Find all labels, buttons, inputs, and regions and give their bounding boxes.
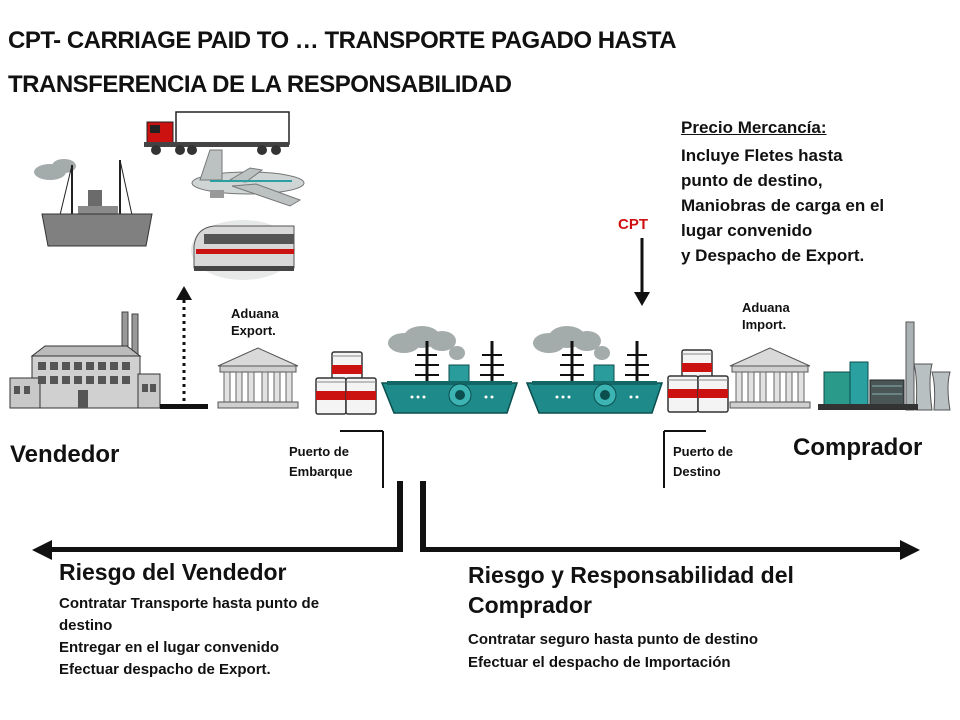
price-line: Maniobras de carga en el [681,196,885,215]
customs-building-icon [217,347,299,409]
buyer-risk-item: Efectuar el despacho de Importación [468,654,731,671]
customs-import-label: Aduana Import. [742,299,790,333]
seller-risk-item: Entregar en el lugar convenido [59,639,280,656]
price-line: y Despacho de Export. [681,246,865,265]
cargo-ship-icon [380,324,519,415]
loading-arrow [160,286,208,409]
buyer-risk-block: Riesgo y Responsabilidad del Comprador C… [468,560,948,674]
buyer-risk-arrow [423,540,920,560]
crates-icon [667,349,729,413]
truck-icon [144,111,290,155]
price-heading: Precio Mercancía: [681,118,827,137]
refinery-icon [818,321,951,411]
customs-building-icon [729,347,811,409]
price-line: lugar convenido [681,221,813,240]
page-subtitle: TRANSFERENCIA DE LA RESPONSABILIDAD [8,71,512,98]
airplane-icon [191,149,305,207]
customs-export-line: Aduana [231,306,279,321]
seller-risk-title: Riesgo del Vendedor [59,559,287,585]
price-line: Incluye Fletes hasta [681,146,843,165]
seller-label: Vendedor [10,441,120,468]
seller-risk-item: Contratar Transporte hasta punto de [59,595,320,612]
seller-risk-item: destino [59,617,113,634]
customs-export-label: Aduana Export. [231,305,279,339]
price-description: Incluye Fletes hasta punto de destino, M… [681,143,956,268]
port-destination-line: Puerto de [673,444,733,459]
cpt-label: CPT [618,216,648,233]
ship-icon [34,159,153,247]
buyer-risk-title-line: Riesgo y Responsabilidad del [468,562,794,588]
customs-import-line: Import. [742,317,787,332]
buyer-label: Comprador [793,434,923,461]
cargo-ship-icon [525,324,664,415]
port-bracket-destination [663,430,706,488]
customs-import-line: Aduana [742,300,790,315]
port-shipment-line: Embarque [289,464,353,479]
price-line: punto de destino, [681,171,823,190]
buyer-risk-item: Contratar seguro hasta punto de destino [468,631,759,648]
port-shipment-label: Puerto de Embarque [289,442,353,482]
train-icon [191,220,295,280]
port-shipment-line: Puerto de [289,444,349,459]
seller-risk-arrow [32,540,400,560]
buyer-risk-list: Contratar seguro hasta punto de destino … [468,628,948,674]
cpt-arrow [634,238,650,306]
seller-risk-item: Efectuar despacho de Export. [59,661,271,678]
seller-risk-block: Riesgo del Vendedor Contratar Transporte… [59,557,399,681]
customs-export-line: Export. [231,323,276,338]
buyer-risk-title-line: Comprador [468,592,592,618]
seller-risk-list: Contratar Transporte hasta punto de dest… [59,593,399,681]
port-destination-label: Puerto de Destino [673,442,733,482]
factory-icon [9,311,161,409]
page-title: CPT- CARRIAGE PAID TO … TRANSPORTE PAGAD… [8,27,677,54]
buyer-risk-title: Riesgo y Responsabilidad del Comprador [468,560,948,620]
crates-icon [315,351,377,415]
port-destination-line: Destino [673,464,721,479]
port-bracket-shipment [340,430,384,488]
risk-divider [397,481,426,552]
